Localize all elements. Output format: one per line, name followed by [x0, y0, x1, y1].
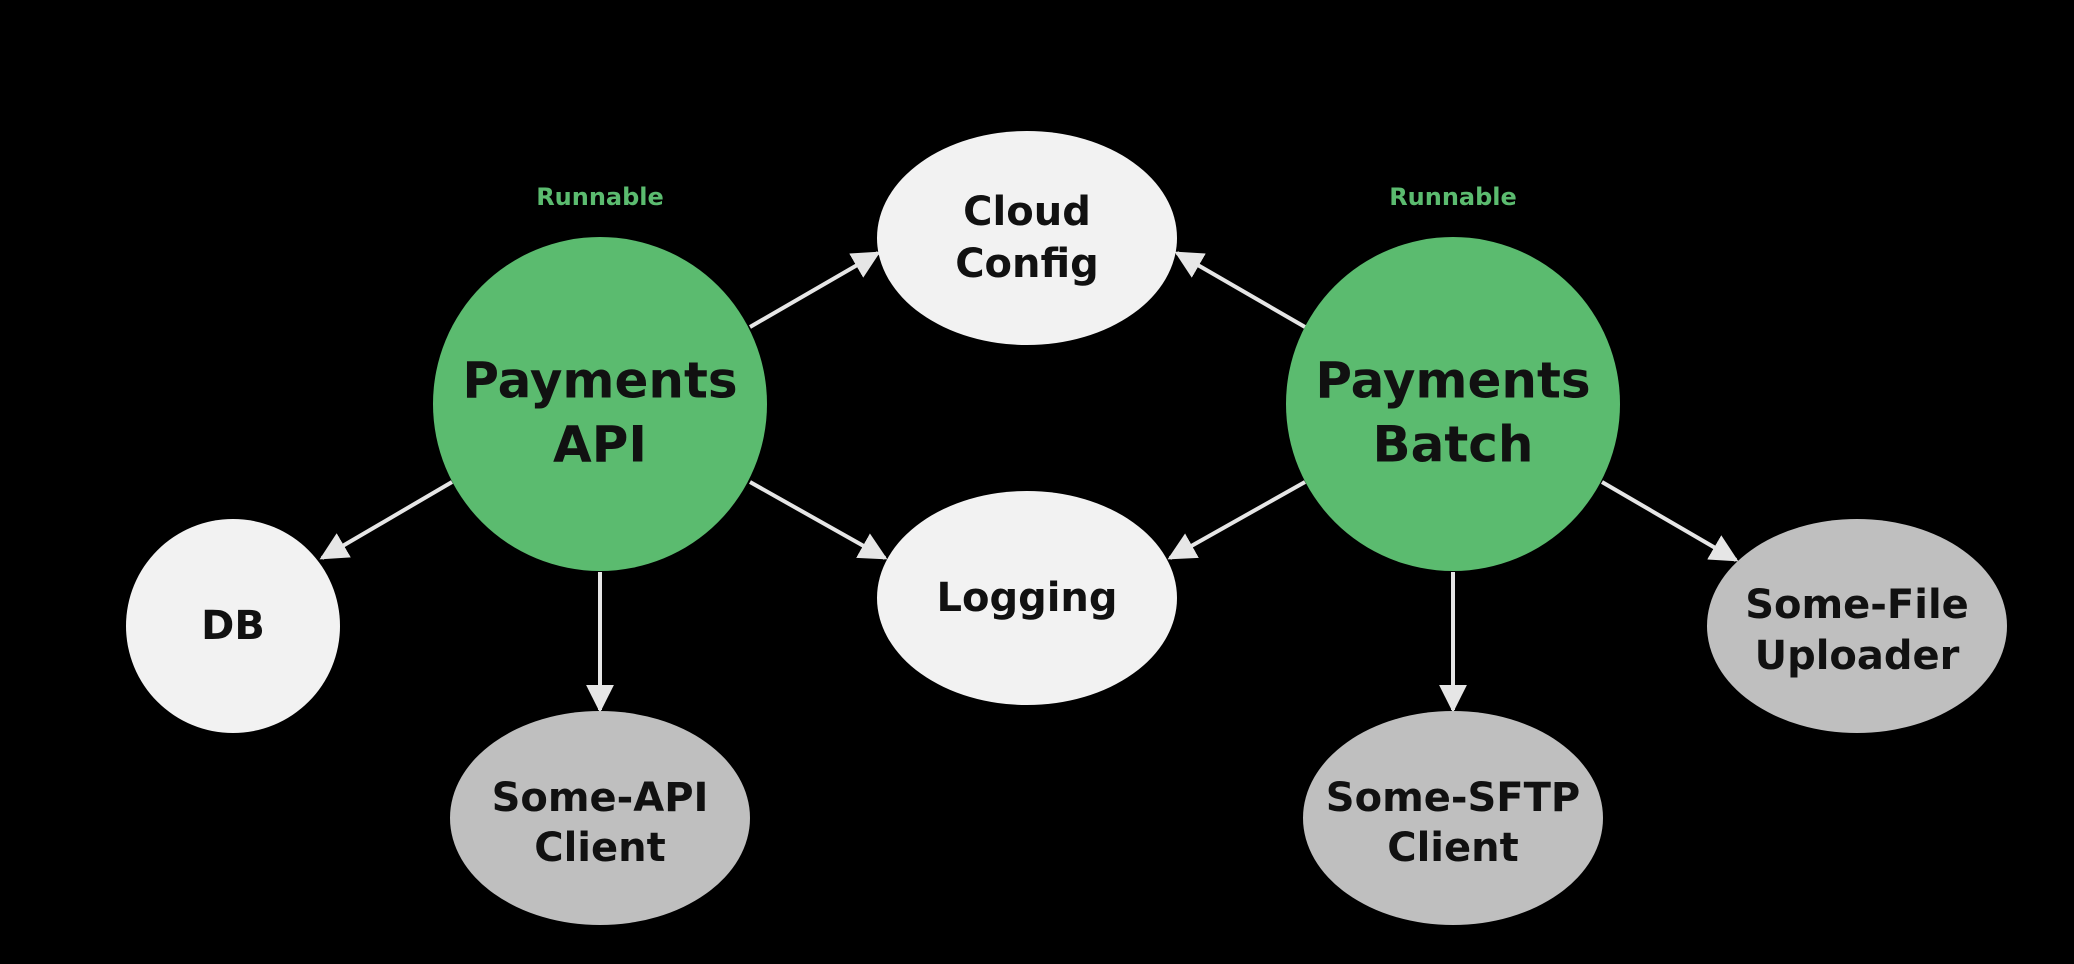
- node-shape: [126, 519, 340, 733]
- edge-payments-api-to-logging: [749, 480, 888, 560]
- edge-payments-api-to-db: [319, 480, 454, 560]
- node-label-line-1: Payments: [462, 352, 737, 410]
- edges: [319, 251, 1739, 713]
- node-payments-api: Payments API: [433, 237, 767, 571]
- node-label-line-2: Uploader: [1755, 633, 1960, 679]
- node-label-line-2: Config: [955, 241, 1099, 287]
- node-some-sftp-client: Some-SFTP Client: [1303, 711, 1603, 925]
- node-label-line-1: Some-SFTP: [1326, 775, 1580, 821]
- node-shape: [1707, 519, 2007, 733]
- node-shape: [877, 491, 1177, 705]
- edge-payments-batch-to-logging: [1167, 480, 1306, 560]
- edge-payments-batch-to-cloud-config: [1174, 251, 1307, 329]
- node-some-file-uploader: Some-File Uploader: [1707, 519, 2007, 733]
- node-db: DB: [126, 519, 340, 733]
- node-shape: [877, 131, 1177, 345]
- node-label-line-1: DB: [201, 603, 265, 649]
- node-shape: [1286, 237, 1620, 571]
- node-cloud-config: Cloud Config: [877, 131, 1177, 345]
- node-logging: Logging: [877, 491, 1177, 705]
- node-label-line-2: Client: [1387, 825, 1519, 871]
- node-shape: [1303, 711, 1603, 925]
- node-shape: [433, 237, 767, 571]
- node-label-line-2: Batch: [1373, 416, 1534, 474]
- runnable-badge-payments-batch: Runnable: [1389, 183, 1517, 211]
- node-label-line-2: API: [553, 416, 647, 474]
- node-label-line-2: Client: [534, 825, 666, 871]
- node-label-line-1: Payments: [1315, 352, 1590, 410]
- runnable-badge-payments-api: Runnable: [536, 183, 664, 211]
- node-some-api-client: Some-API Client: [450, 711, 750, 925]
- node-payments-batch: Payments Batch: [1286, 237, 1620, 571]
- edge-payments-batch-to-some-file-uploader: [1600, 480, 1739, 562]
- node-label-line-1: Cloud: [963, 189, 1091, 235]
- node-label-line-1: Logging: [936, 575, 1117, 621]
- node-label-line-1: Some-API: [492, 775, 709, 821]
- node-shape: [450, 711, 750, 925]
- edge-payments-api-to-cloud-config: [748, 251, 881, 329]
- node-label-line-1: Some-File: [1745, 582, 1969, 628]
